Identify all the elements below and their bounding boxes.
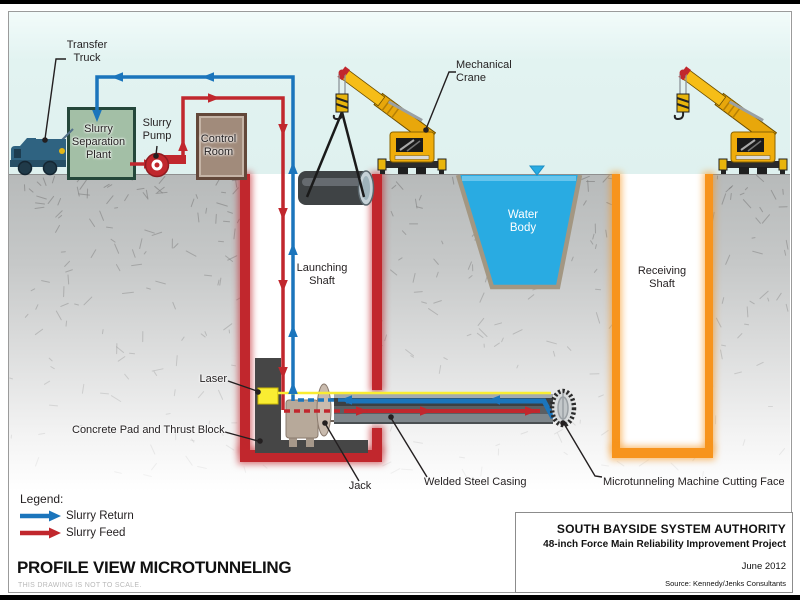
launching-shaft-label: Launching Shaft [296, 262, 348, 287]
legend: Legend: Slurry Return Slurry Feed [20, 492, 134, 540]
laser-label: Laser [199, 373, 227, 385]
launching-shaft-right-wall [372, 174, 382, 390]
transfer-truck-label: Transfer Truck [66, 39, 108, 64]
launching-shaft-floor [240, 450, 382, 462]
frame-border [8, 11, 792, 593]
info-source: Source: Kennedy/Jenks Consultants [665, 579, 786, 588]
water-body-label: Water Body [507, 209, 539, 234]
scale-note: THIS DRAWING IS NOT TO SCALE. [18, 582, 142, 589]
bottom-edge [0, 595, 800, 600]
receiving-shaft-left-wall [612, 174, 620, 448]
slurry-separation-plant-label: Slurry Separation Plant [71, 123, 126, 161]
slurry-feed-arrow-icon [20, 527, 61, 538]
welded-steel-casing-label: Welded Steel Casing [424, 476, 527, 488]
cutting-face-label: Microtunneling Machine Cutting Face [603, 476, 785, 488]
launching-shaft [250, 174, 372, 452]
jack-label: Jack [348, 480, 372, 492]
concrete-pad-label: Concrete Pad and Thrust Block [72, 424, 225, 436]
receiving-shaft-floor [612, 448, 713, 458]
legend-label: Slurry Feed [66, 526, 126, 539]
launching-shaft-left-wall [240, 174, 250, 450]
legend-heading: Legend: [20, 492, 64, 506]
receiving-shaft-right-wall [705, 174, 713, 448]
receiving-shaft-label: Receiving Shaft [637, 265, 687, 290]
mechanical-crane-label: Mechanical Crane [456, 59, 512, 84]
legend-item-slurry-feed: Slurry Feed [20, 525, 134, 540]
launching-shaft-right-wall-lower [372, 428, 382, 450]
page-title: PROFILE VIEW MICROTUNNELING [17, 558, 292, 577]
info-project: 48-inch Force Main Reliability Improveme… [543, 539, 786, 550]
slurry-return-arrow-icon [20, 510, 61, 521]
slurry-pump-label: Slurry Pump [142, 117, 172, 142]
info-box: SOUTH BAYSIDE SYSTEM AUTHORITY 48-inch F… [515, 512, 793, 593]
control-room-label: Control Room [200, 133, 237, 158]
legend-label: Slurry Return [66, 509, 134, 522]
info-org: SOUTH BAYSIDE SYSTEM AUTHORITY [556, 522, 786, 536]
legend-item-slurry-return: Slurry Return [20, 508, 134, 523]
receiving-shaft [620, 174, 705, 448]
top-edge [0, 0, 800, 4]
info-date: June 2012 [741, 561, 786, 572]
